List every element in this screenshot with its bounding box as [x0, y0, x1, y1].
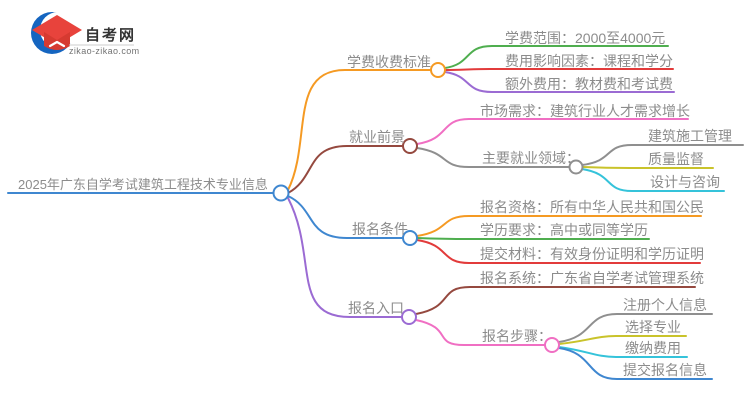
edge-entrance-to-system — [415, 286, 696, 315]
leaf-major-label[interactable]: 选择专业 — [625, 319, 681, 335]
leaf-design-label[interactable]: 设计与咨询 — [650, 174, 720, 190]
node-entrance-label[interactable]: 报名入口 — [348, 300, 404, 316]
leaf-extra-fees-label[interactable]: 额外费用：教材费和考试费 — [505, 76, 673, 92]
edge-steps-to-pay — [558, 346, 688, 358]
edge-root-to-entrance — [287, 197, 403, 318]
edge-tuition-to-extra-fees — [444, 71, 675, 93]
leaf-eligibility-label[interactable]: 报名资格：所有中华人民共和国公民 — [480, 199, 704, 215]
edge-root-to-conditions — [287, 195, 404, 239]
node-handle-conditions[interactable] — [402, 230, 418, 246]
edge-tuition-to-fee-factors — [444, 68, 674, 71]
node-tuition-label[interactable]: 学费收费标准 — [347, 54, 431, 70]
edge-root-to-employment — [287, 145, 404, 194]
leaf-materials-label[interactable]: 提交材料：有效身份证明和学历证明 — [480, 246, 704, 262]
node-conditions-label[interactable]: 报名条件 — [352, 221, 408, 237]
edge-tuition-to-fee-range — [444, 45, 669, 69]
node-handle-fields[interactable] — [568, 159, 584, 175]
leaf-fee-factors-label[interactable]: 费用影响因素：课程和学分 — [505, 53, 673, 69]
edge-steps-to-submit — [558, 347, 713, 380]
edge-root-to-tuition — [287, 69, 432, 191]
edge-conditions-to-education — [416, 237, 650, 240]
leaf-quality-label[interactable]: 质量监督 — [648, 151, 704, 167]
node-handle-root[interactable] — [272, 184, 290, 202]
node-handle-entrance[interactable] — [401, 309, 417, 325]
graduation-cap-chevron-icon — [48, 40, 66, 48]
edge-employment-to-market — [416, 118, 689, 145]
leaf-submit-label[interactable]: 提交报名信息 — [623, 362, 707, 378]
leaf-pay-label[interactable]: 缴纳费用 — [625, 340, 681, 356]
edge-fields-to-design — [581, 168, 725, 192]
leaf-fee-range-label[interactable]: 学费范围：2000至4000元 — [505, 30, 665, 46]
node-handle-tuition[interactable] — [430, 62, 446, 78]
edge-steps-to-register — [558, 313, 713, 343]
leaf-construction-label[interactable]: 建筑施工管理 — [648, 128, 732, 144]
site-logo: 自考网 zikao-zikao.com — [31, 12, 140, 56]
edge-employment-to-fields — [416, 147, 570, 168]
node-steps-label[interactable]: 报名步骤： — [482, 328, 552, 344]
logo-title: 自考网 — [85, 26, 136, 44]
edge-conditions-to-materials — [416, 239, 701, 264]
leaf-education-label[interactable]: 学历要求：高中或同等学历 — [480, 222, 648, 238]
node-fields-label[interactable]: 主要就业领域： — [482, 150, 580, 166]
node-root-label[interactable]: 2025年广东自学考试建筑工程技术专业信息 — [18, 177, 268, 192]
edge-steps-to-major — [558, 335, 687, 345]
leaf-system-label[interactable]: 报名系统：广东省自学考试管理系统 — [480, 270, 704, 286]
logo-domain: zikao-zikao.com — [69, 46, 140, 56]
node-employment-label[interactable]: 就业前景 — [349, 129, 405, 145]
edge-fields-to-construction — [581, 144, 744, 166]
node-handle-employment[interactable] — [402, 138, 418, 154]
edge-fields-to-quality — [582, 166, 714, 169]
node-handle-steps[interactable] — [544, 337, 560, 353]
edge-entrance-to-steps — [415, 319, 546, 346]
leaf-market-demand-label[interactable]: 市场需求：建筑行业人才需求增长 — [480, 103, 690, 119]
leaf-register-label[interactable]: 注册个人信息 — [623, 297, 707, 313]
edge-conditions-to-eligibility — [416, 215, 702, 237]
